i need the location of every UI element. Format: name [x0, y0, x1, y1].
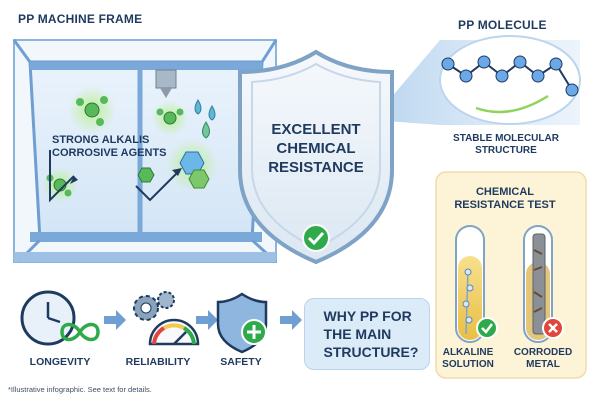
why-pp-box: WHY PP FOR THE MAIN STRUCTURE? — [304, 298, 430, 370]
alkalis-label: STRONG ALKALIS CORROSIVE AGENTS — [52, 134, 167, 159]
corroded-metal-label: CORRODED METAL — [513, 347, 573, 370]
molecule-title: PP MOLECULE — [458, 18, 547, 32]
arrow-right-icon — [104, 310, 126, 330]
safety-label: SAFETY — [220, 356, 262, 368]
shield-plus-icon — [216, 292, 268, 354]
infinity-icon — [60, 322, 100, 342]
shield-headline: EXCELLENT CHEMICAL RESISTANCE — [268, 121, 364, 176]
check-icon — [476, 317, 498, 339]
clock-icon — [20, 290, 76, 346]
arrow-right-icon — [280, 310, 302, 330]
arrow-right-icon — [196, 310, 218, 330]
gears-icon — [133, 291, 175, 321]
why-pp-text: WHY PP FOR THE MAIN STRUCTURE? — [323, 308, 419, 360]
reliability-label: RELIABILITY — [125, 356, 191, 368]
molecule-caption: STABLE MOLECULAR STRUCTURE — [453, 133, 559, 156]
test-title: CHEMICAL RESISTANCE TEST — [454, 186, 556, 211]
longevity-label: LONGEVITY — [29, 356, 91, 368]
frame-title: PP MACHINE FRAME — [18, 12, 143, 26]
check-icon — [302, 224, 330, 252]
cross-icon — [542, 317, 564, 339]
machine-frame — [12, 39, 278, 264]
gauge-icon — [148, 318, 200, 346]
footnote: *Illustrative infographic. See text for … — [8, 385, 152, 394]
pp-molecule-chain — [439, 35, 581, 125]
alkaline-solution-label: ALKALINE SOLUTION — [442, 347, 494, 370]
